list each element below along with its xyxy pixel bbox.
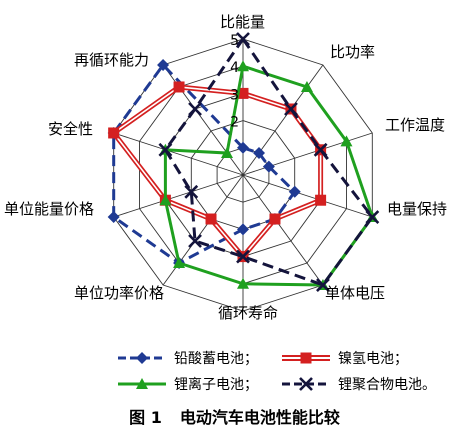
data-point [365,210,380,224]
data-point [284,102,298,116]
data-point [108,127,120,139]
legend-item: 铅酸蓄电池； [116,346,258,370]
legend-marker [299,377,313,391]
data-point [184,184,199,199]
tick-label: 2 [230,115,239,131]
data-point [340,135,353,147]
data-point [237,141,249,154]
grid-spoke [113,174,244,218]
legend-marker [136,352,148,364]
data-point [157,58,170,71]
data-point [221,146,234,158]
legend-label: 锂聚合物电池。 [338,377,436,393]
axis-label: 循环寿命 [218,304,278,322]
data-point [188,234,202,248]
data-point [237,277,249,289]
data-point [205,213,217,225]
grid-spoke [242,64,324,176]
legend-item: 锂聚合物电池。 [280,372,436,396]
chart-legend: 铅酸蓄电池； 镍氢电池； 锂离子电池； 锂聚合物电池。 [116,342,456,398]
data-point [236,32,250,46]
grid-spoke [242,174,324,286]
grid-spoke [242,174,373,218]
data-point [252,146,265,159]
axis-label: 单位能量价格 [4,200,94,218]
legend-label: 铅酸蓄电池； [174,351,258,367]
data-point [237,60,249,72]
axis-label: 比功率 [330,43,375,61]
data-point [237,87,249,99]
legend-marker [136,378,148,389]
legend-item: 镍氢电池； [280,346,408,370]
data-point [159,194,172,206]
data-point [107,211,120,224]
data-point [237,223,249,236]
data-point [313,142,328,157]
legend-item: 锂离子电池； [116,372,258,396]
axis-label: 工作温度 [385,116,445,134]
axis-label: 再循环能力 [74,51,149,69]
figure-caption-text: 电动汽车电池性能比较 [179,408,340,427]
axis-label: 比能量 [220,13,265,31]
axis-label: 安全性 [48,120,93,138]
data-point [173,81,185,93]
series-line [163,36,375,287]
axis-label: 单体电压 [325,284,385,302]
grid-spoke [113,132,244,176]
data-point [158,142,173,157]
legend-symbol [118,378,166,389]
legend-marker [300,352,312,364]
data-point [316,278,330,292]
legend-symbol [282,377,330,391]
tick-label: 5 [230,33,239,49]
grid-spoke [162,174,244,286]
data-point [300,80,313,92]
data-point [288,185,301,198]
figure-number: 图 1 [129,408,162,427]
data-point [262,160,275,173]
axis-label: 电量保持 [387,200,447,218]
legend-symbol [282,352,330,364]
data-point [269,213,281,225]
tick-label: 4 [230,60,239,76]
legend-symbol [118,352,166,364]
legend-label: 镍氢电池； [338,351,408,367]
radar-chart: 2 3 4 5 比能量比功率工作温度电量保持单体电压循环寿命 单位功率价格 单位能量价格 安… [4,13,447,322]
data-point [173,257,186,269]
data-point [188,102,202,116]
figure-caption: 图 1 电动汽车电池性能比较 [0,404,469,428]
axis-label: 单位功率价格 [74,284,164,302]
tick-label: 3 [230,87,239,103]
legend-label: 锂离子电池； [174,377,258,393]
data-point [315,194,327,206]
data-point [236,249,250,264]
